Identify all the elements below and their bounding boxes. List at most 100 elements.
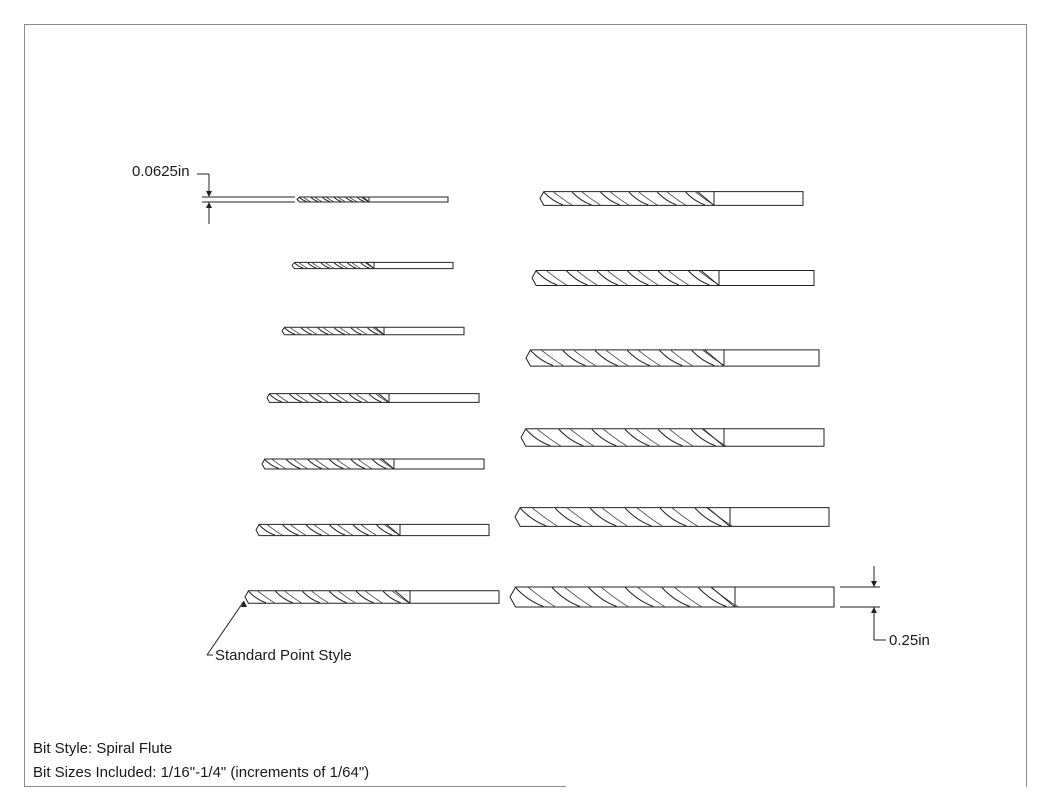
flute-line bbox=[258, 524, 275, 536]
drawing-border bbox=[24, 24, 1027, 787]
flute-edge-line bbox=[570, 428, 594, 447]
flute-edge-line bbox=[314, 524, 330, 536]
flute-edge-line bbox=[303, 197, 311, 202]
flute-edge-line bbox=[293, 459, 308, 469]
flute-line bbox=[264, 459, 279, 469]
flute-edge-line bbox=[325, 262, 335, 269]
flute-edge-line bbox=[272, 459, 286, 469]
bit-shank bbox=[729, 507, 830, 527]
flute-line bbox=[320, 262, 330, 269]
flute-edge-line bbox=[365, 590, 383, 604]
flute-line bbox=[368, 393, 382, 403]
drill-bit bbox=[291, 261, 454, 270]
flute-line bbox=[357, 197, 365, 202]
drill-bit bbox=[255, 523, 490, 537]
flute-line bbox=[626, 350, 651, 367]
flute-line bbox=[328, 393, 342, 403]
flute-line bbox=[328, 590, 347, 604]
flute-runout-line bbox=[374, 326, 385, 336]
flute-edge-line bbox=[672, 507, 698, 527]
flute-line bbox=[656, 191, 677, 206]
flute-line bbox=[551, 587, 581, 607]
flute-edge-line bbox=[314, 197, 322, 202]
flute-runout-line bbox=[366, 261, 375, 270]
flute-line bbox=[299, 197, 307, 202]
flute-line bbox=[661, 587, 691, 607]
drill-bit bbox=[244, 590, 500, 604]
flute-edge-line bbox=[577, 270, 598, 286]
bit-sizes-note: Bit Sizes Included: 1/16"-1/4" (incremen… bbox=[33, 764, 370, 781]
flute-line bbox=[591, 428, 617, 447]
flute-edge-line bbox=[637, 507, 663, 527]
drill-bits bbox=[244, 191, 835, 608]
flute-line bbox=[554, 507, 582, 527]
flute-line bbox=[515, 587, 544, 607]
flute-edge-line bbox=[315, 459, 329, 469]
flute-line bbox=[322, 197, 330, 202]
flute-line bbox=[562, 350, 586, 367]
drill-bit bbox=[520, 428, 825, 447]
flute-runout-line bbox=[697, 191, 715, 206]
flute-line bbox=[594, 350, 618, 367]
drill-bit bbox=[525, 349, 820, 367]
flute-edge-line bbox=[564, 587, 592, 607]
flute-line bbox=[600, 191, 620, 206]
flute-runout-line bbox=[710, 586, 736, 608]
bit-shank bbox=[718, 270, 815, 286]
flute-line bbox=[367, 327, 379, 335]
flute-runout-line bbox=[386, 523, 401, 537]
bit-shank bbox=[399, 523, 490, 537]
bit-style-note: Bit Style: Spiral Flute bbox=[33, 740, 173, 757]
drill-bit bbox=[261, 458, 485, 470]
flute-runout-line bbox=[362, 196, 370, 203]
drill-bit bbox=[266, 393, 480, 403]
flute-line bbox=[657, 270, 680, 286]
flute-line bbox=[269, 393, 282, 403]
flute-line bbox=[624, 507, 652, 527]
flute-edge-line bbox=[537, 428, 561, 447]
bit-shank bbox=[393, 458, 485, 470]
bit-shank bbox=[373, 261, 454, 270]
flute-line bbox=[360, 262, 370, 269]
flute-edge-line bbox=[567, 507, 593, 527]
flute-edge-line bbox=[336, 459, 351, 469]
dimension-lines bbox=[197, 173, 886, 656]
flute-edge-line bbox=[610, 191, 629, 206]
flute-line bbox=[282, 524, 299, 536]
dim-arrow bbox=[871, 607, 877, 613]
flute-line bbox=[301, 590, 320, 604]
flute-edge-line bbox=[351, 262, 361, 269]
flute-edge-line bbox=[338, 590, 356, 604]
flute-edge-line bbox=[541, 350, 564, 366]
flute-line bbox=[307, 262, 317, 269]
flute-line bbox=[347, 262, 357, 269]
bit-shank bbox=[383, 326, 465, 336]
flute-line bbox=[659, 350, 683, 367]
bit-shank bbox=[713, 191, 804, 206]
flute-edge-line bbox=[337, 524, 353, 536]
flute-line bbox=[275, 590, 294, 604]
flute-line bbox=[376, 524, 393, 536]
flute-edge-line bbox=[316, 393, 329, 403]
flute-line bbox=[329, 524, 346, 536]
drill-bit bbox=[514, 507, 830, 527]
flute-edge-line bbox=[296, 393, 309, 403]
note-leader-line bbox=[206, 600, 245, 656]
flute-edge-line bbox=[528, 587, 556, 607]
flute-edge-line bbox=[668, 270, 689, 286]
flute-line bbox=[352, 524, 369, 536]
dim-arrow bbox=[206, 202, 212, 208]
flute-edge-line bbox=[361, 524, 377, 536]
flute-line bbox=[333, 262, 344, 269]
flute-edge-line bbox=[606, 350, 629, 366]
flute-line bbox=[624, 587, 654, 607]
flute-edge-line bbox=[358, 459, 372, 469]
flute-edge-line bbox=[669, 428, 693, 447]
flute-edge-line bbox=[581, 191, 601, 206]
flute-line bbox=[284, 327, 296, 335]
flute-runout-line bbox=[381, 458, 395, 470]
flute-line bbox=[333, 327, 345, 335]
flute-edge-line bbox=[573, 350, 596, 366]
drill-bit bbox=[531, 270, 815, 286]
